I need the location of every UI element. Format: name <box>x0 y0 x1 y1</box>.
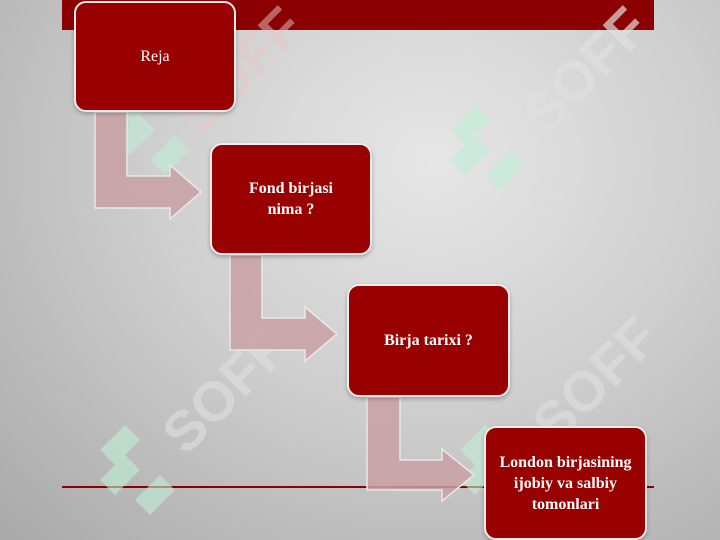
flow-step-fond-birjasi: Fond birjasi nima ? <box>210 143 372 255</box>
flow-step-label: London birjasining ijobiy va salbiy tomo… <box>499 453 632 513</box>
bent-arrow-icon <box>366 396 476 503</box>
flow-step-reja: Reja <box>74 1 236 112</box>
flow-step-label: Reja <box>140 48 170 65</box>
bottom-accent-line <box>62 486 654 488</box>
bent-arrow-icon <box>229 254 339 363</box>
flow-step-london-birjasi: London birjasining ijobiy va salbiy tomo… <box>484 426 647 540</box>
flow-step-label: Fond birjasi nima ? <box>248 180 333 218</box>
bent-arrow-icon <box>94 111 203 221</box>
flow-step-birja-tarixi: Birja tarixi ? <box>347 284 510 397</box>
flow-step-label: Birja tarixi ? <box>384 332 473 349</box>
